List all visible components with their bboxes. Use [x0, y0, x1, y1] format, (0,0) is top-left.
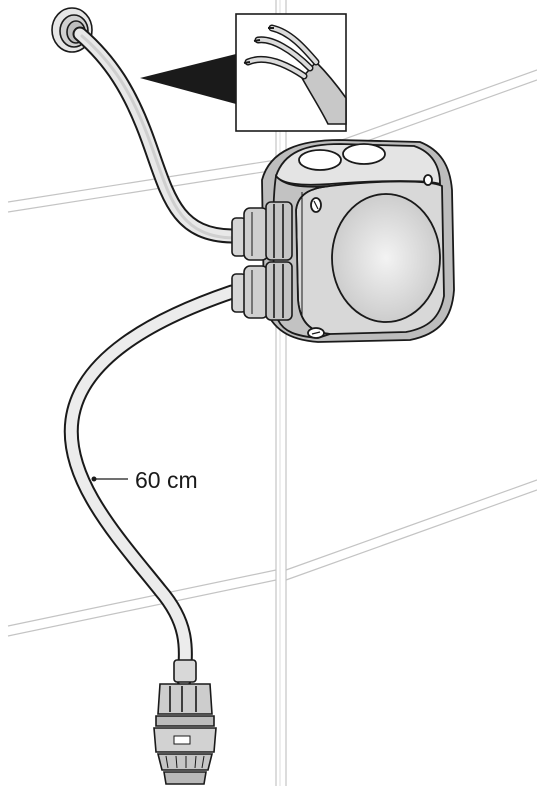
cable-length-label: 60 cm	[135, 467, 198, 493]
wire-detail-inset	[235, 13, 347, 132]
lower-cable-gland	[231, 261, 293, 321]
upper-cable-gland	[231, 201, 293, 261]
length-leader	[91, 476, 128, 482]
output-cable	[63, 284, 240, 688]
supply-cable	[72, 26, 240, 244]
detail-pointer	[140, 54, 236, 104]
plug-connector	[153, 659, 217, 785]
